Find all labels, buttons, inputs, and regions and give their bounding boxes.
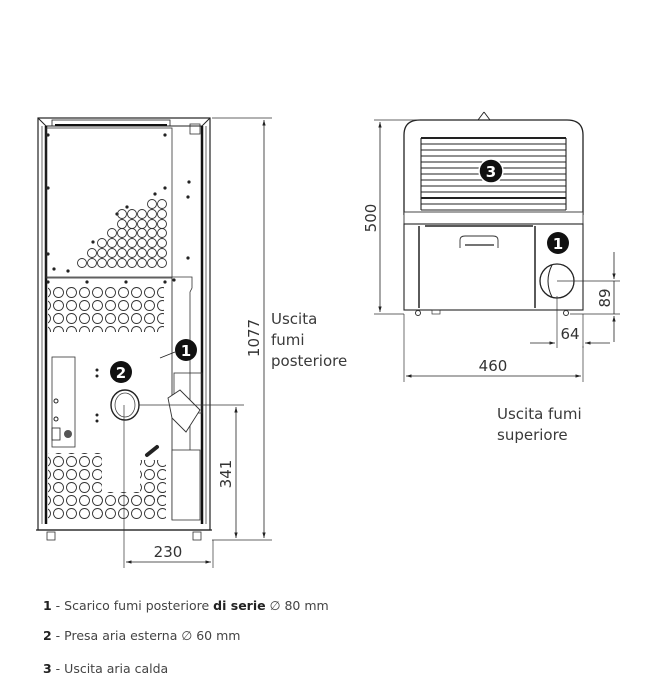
svg-text:230: 230 [154, 543, 183, 561]
dimension-height-1077: 1077 [212, 117, 272, 541]
svg-text:1: 1 [181, 342, 191, 360]
svg-text:3: 3 [486, 163, 496, 181]
marker-1-top: 1 [547, 232, 569, 254]
svg-text:1077: 1077 [245, 319, 263, 357]
svg-text:500: 500 [362, 204, 380, 233]
caption-top-outlet: Uscita fumi superiore [497, 404, 582, 446]
legend-item-3: 3 - Uscita aria calda [43, 661, 168, 676]
svg-text:460: 460 [479, 357, 508, 375]
caption-line: fumi [271, 331, 305, 349]
legend-number: 1 [43, 598, 52, 613]
marker-3-top: 3 [478, 158, 504, 184]
legend-text: Presa aria esterna ∅ 60 mm [64, 628, 241, 643]
top-view [403, 111, 584, 316]
legend-separator: - [51, 598, 65, 613]
svg-text:341: 341 [217, 460, 235, 489]
dimension-height-500: 500 [362, 119, 420, 315]
dimension-89: 89 [557, 252, 620, 342]
legend-item-2: 2 - Presa aria esterna ∅ 60 mm [43, 628, 240, 643]
dimension-64: 64 [530, 296, 610, 348]
legend-text: Scarico fumi posteriore [64, 598, 214, 613]
marker-1-rear: 1 [175, 339, 197, 361]
legend-separator: - [51, 661, 65, 676]
dimension-width-460: 460 [403, 314, 584, 382]
dimension-height-341: 341 [139, 404, 244, 538]
legend-separator: - [51, 628, 65, 643]
legend-emphasis: di serie [213, 598, 266, 613]
legend-text: Uscita aria calda [64, 661, 169, 676]
legend-number: 2 [43, 628, 52, 643]
legend-number: 3 [43, 661, 52, 676]
dimension-width-230: 230 [123, 405, 214, 568]
svg-text:1: 1 [553, 235, 563, 253]
svg-text:89: 89 [596, 288, 614, 307]
legend-suffix: ∅ 80 mm [265, 598, 329, 613]
caption-line: Uscita [271, 310, 318, 328]
legend-item-1: 1 - Scarico fumi posteriore di serie ∅ 8… [43, 598, 329, 613]
svg-text:64: 64 [560, 325, 579, 343]
svg-text:2: 2 [116, 364, 126, 382]
caption-rear-outlet: Uscita fumi posteriore [271, 309, 347, 372]
marker-2-rear: 2 [110, 361, 132, 383]
caption-line: Uscita fumi [497, 405, 582, 423]
caption-line: superiore [497, 426, 568, 444]
rear-view [36, 117, 212, 541]
caption-line: posteriore [271, 352, 348, 370]
